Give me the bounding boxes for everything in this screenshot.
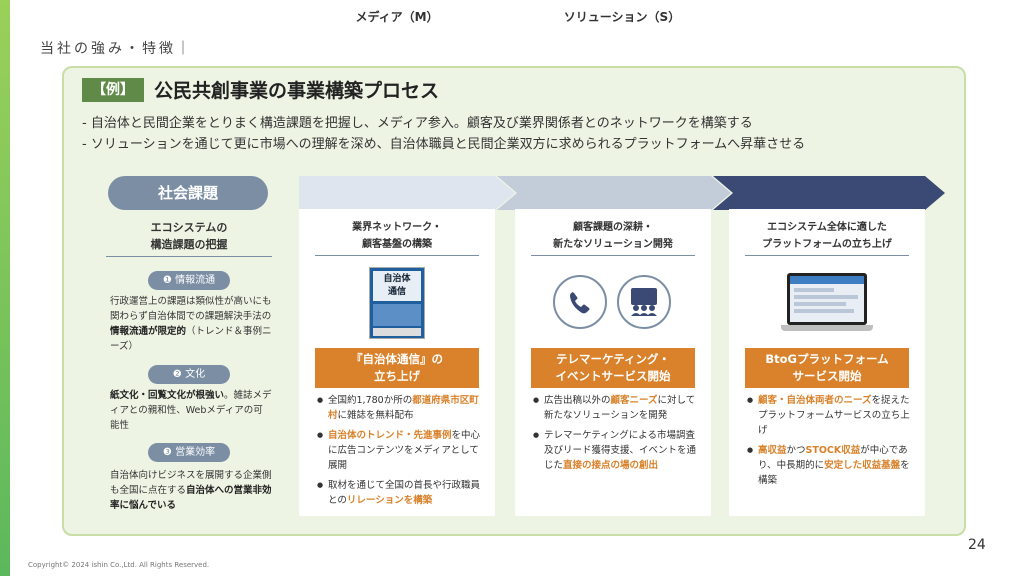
arrow-solution [497, 176, 731, 210]
milestone-box: テレマーケティング・ イベントサービス開始 [531, 348, 695, 388]
milestone-box: 『自治体通信』の 立ち上げ [315, 348, 479, 388]
step-column-media: 業界ネットワーク・ 顧客基盤の構築 自治体 通信 『自治体通信』の 立ち上げ 全… [299, 209, 495, 516]
headline: 公民共創事業の事業構築プロセス [154, 80, 440, 102]
divider [531, 255, 695, 256]
issue-text-information: 行政運営上の課題は類似性が高いにも関わらず自治体間での課題解決手法の情報流通が限… [110, 296, 272, 352]
list-item: 高収益かつSTOCK収益が中心であり、中長期的に安定した収益基盤を構築 [747, 443, 911, 488]
list-item: 広告出稿以外の顧客ニーズに対して新たなソリューションを開発 [533, 393, 697, 423]
summary-bullet-1: - 自治体と民間企業をとりまく構造課題を把握し、メディア参入。顧客及び業界関係者… [82, 116, 753, 131]
ecosystem-heading: エコシステムの 構造課題の把握 [108, 219, 270, 253]
column-heading: 顧客課題の深耕・ 新たなソリューション開発 [553, 222, 673, 250]
milestone-box: BtoGプラットフォーム サービス開始 [745, 348, 909, 388]
section-title: 当社の強み・特徴｜ [40, 41, 193, 57]
bullet-list: 顧客・自治体両者のニーズを捉えたプラットフォームサービスの立ち上げ 高収益かつS… [747, 393, 911, 493]
step-column-platform: エコシステム全体に適した プラットフォームの立ち上げ BtoGプラットフォーム … [729, 209, 925, 516]
issue-pill-information: ❶ 情報流通 [148, 271, 230, 290]
list-item: 全国約1,780か所の都道府県市区町村に雑誌を無料配布 [317, 393, 481, 423]
arrow-platform [713, 176, 945, 210]
divider [106, 256, 272, 257]
bullet-list: 広告出稿以外の顧客ニーズに対して新たなソリューションを開発 テレマーケティングに… [533, 393, 697, 478]
process-arrows [299, 176, 945, 210]
laptop-icon [781, 273, 873, 335]
list-item: 自治体のトレンド・先進事例を中心に広告コンテンツをメディアとして展開 [317, 428, 481, 473]
column-heading: 業界ネットワーク・ 顧客基盤の構築 [352, 222, 442, 250]
arrow-label-solution: ソリューション（S） [563, 10, 681, 24]
arrow-label-platform: プラットフォーム（P） [764, 10, 894, 24]
bullet-list: 全国約1,780か所の都道府県市区町村に雑誌を無料配布 自治体のトレンド・先進事… [317, 393, 481, 513]
list-item: 顧客・自治体両者のニーズを捉えたプラットフォームサービスの立ち上げ [747, 393, 911, 438]
example-tag: 【例】 [82, 78, 144, 102]
phone-icon [553, 275, 607, 329]
arrow-media [299, 176, 515, 210]
step-column-solution: 顧客課題の深耕・ 新たなソリューション開発 テレマーケティング・ イベントサービ… [515, 209, 711, 516]
issue-pill-culture: ❷ 文化 [148, 365, 230, 384]
left-accent-bar [0, 0, 10, 576]
divider [315, 255, 479, 256]
presentation-audience-icon [617, 275, 671, 329]
ecosystem-heading-line-2: 構造課題の把握 [150, 238, 228, 251]
summary-bullet-2: - ソリューションを通じて更に市場への理解を深め、自治体職員と民間企業双方に求め… [82, 137, 806, 152]
column-heading: エコシステム全体に適した プラットフォームの立ち上げ [762, 222, 892, 250]
arrow-label-media: メディア（M） [355, 10, 439, 24]
page-number: 24 [968, 537, 986, 553]
issue-text-culture: 紙文化・回覧文化が根強い。雑誌メディアとの親和性、Webメディアの可能性 [110, 390, 272, 431]
magazine-cover-icon: 自治体 通信 [369, 267, 425, 339]
issue-text-sales-efficiency: 自治体向けビジネスを展開する企業側も全国に点在する自治体への営業非効率に悩んでい… [110, 470, 272, 511]
social-issues-pill: 社会課題 [108, 176, 268, 210]
list-item: テレマーケティングによる市場調査及びリード獲得支援、イベントを通じた直接の接点の… [533, 428, 697, 473]
copyright-text: Copyright© 2024 ishin Co.,Ltd. All Right… [28, 561, 210, 569]
issue-pill-sales-efficiency: ❸ 営業効率 [148, 443, 230, 462]
divider [745, 255, 909, 256]
list-item: 取材を通じて全国の首長や行政職員とのリレーションを構築 [317, 478, 481, 508]
ecosystem-heading-line-1: エコシステムの [150, 221, 228, 234]
